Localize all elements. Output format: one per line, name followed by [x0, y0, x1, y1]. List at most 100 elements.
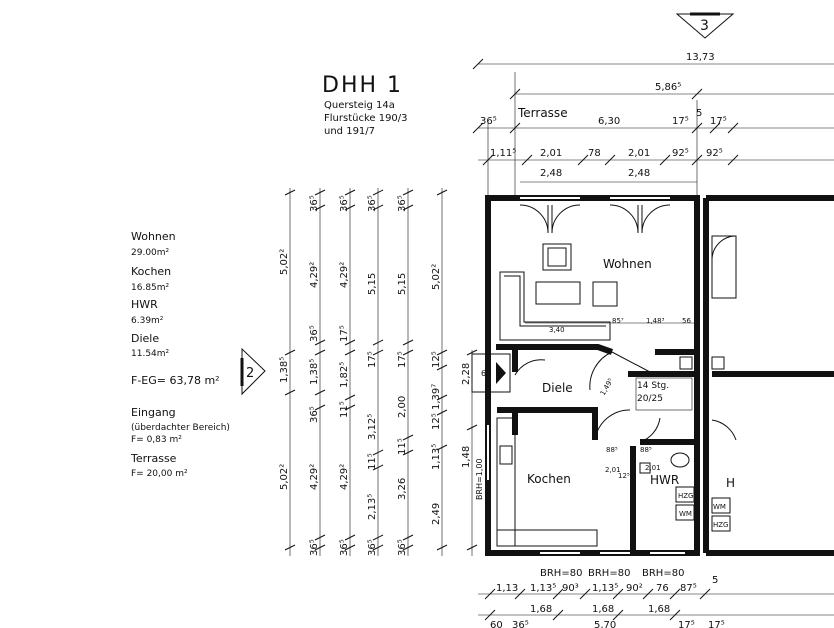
- vdim-c4-6: 36⁵: [367, 539, 378, 556]
- vdim-c1-2: 5,02²: [279, 464, 290, 490]
- top-dim-d12: 92⁵: [706, 148, 723, 159]
- vdim-c5-0: 36⁵: [397, 195, 408, 212]
- stairs-ratio: 20/25: [637, 394, 663, 404]
- parcel-line-1: Flurstücke 190/3: [324, 113, 408, 124]
- room-wohnen: Wohnen: [603, 257, 652, 271]
- bdim-r1-3: 1,13⁵: [592, 583, 618, 594]
- vdim-c2-3: 1,38⁵: [309, 359, 320, 385]
- bottom-dimension-texts: 1,13 1,13⁵ 90³ 1,13⁵ 90² 76 87⁵ 5 1,68 1…: [490, 575, 725, 628]
- bdim-r3-3: 17⁵: [678, 620, 695, 628]
- vdim-c2-0: 36⁵: [309, 195, 320, 212]
- top-dimension-texts: 13,73 5,86⁵ 36⁵ 6,30 17⁵ 5 17⁵ 1,11⁵ 2,0…: [480, 52, 727, 179]
- top-dim-d6: 17⁵: [710, 116, 727, 127]
- vdim-c3-1: 4,29²: [339, 262, 350, 288]
- vdim-c6-5: 2,49: [431, 503, 442, 525]
- vdim-c5-2: 17⁵: [397, 351, 408, 368]
- vdim-c4-4: 11⁵: [367, 453, 378, 470]
- stairs: [635, 377, 693, 411]
- wm-label: WM: [679, 510, 692, 518]
- terrace-value: F= 20,00 m²: [131, 469, 188, 479]
- french-doors: [519, 204, 671, 234]
- bdim-r2-2: 1,68: [648, 604, 670, 615]
- area-value-wohnen: 29.00m²: [131, 248, 170, 258]
- brh-left: BRH=1,00: [475, 458, 484, 500]
- vdim-c2-6: 36⁵: [309, 539, 320, 556]
- room-neighbour-h: H: [726, 476, 735, 490]
- top-dim-d9: 78: [588, 148, 601, 159]
- dim-201b: 2,01: [645, 464, 661, 472]
- bottom-dimension-lines: [478, 588, 834, 621]
- dim-1483: 1,48³: [646, 317, 665, 325]
- vdim-c4-1: 5,15: [367, 273, 378, 295]
- vdim-c5-6: 36⁵: [397, 539, 408, 556]
- section-marker-3: 3: [675, 12, 735, 39]
- building-walls: [485, 195, 834, 556]
- vdim-c2-1: 4,29²: [309, 262, 320, 288]
- top-dimension-lines: [472, 58, 834, 200]
- dim-340: 3,40: [549, 326, 565, 334]
- plan-title: DHH 1: [322, 73, 403, 98]
- vdim-c6-0: 5,02²: [431, 264, 442, 290]
- vdim-c6-1: 12⁵: [431, 351, 442, 368]
- vdim-c2-2: 36⁵: [309, 325, 320, 342]
- bdim-r1-7: 5: [712, 575, 718, 586]
- area-label-kochen: Kochen: [131, 265, 171, 278]
- wm2-label: WM: [713, 503, 726, 511]
- dim-885a: 88⁵: [606, 446, 618, 454]
- windows: [487, 197, 685, 554]
- top-dim-d7: 1,11⁵: [490, 148, 516, 159]
- bdim-r1-4: 90²: [626, 583, 643, 594]
- vdim-c3-6: 36⁵: [339, 539, 350, 556]
- stairs-count: 14 Stg.: [637, 381, 669, 391]
- vdim-c1-1: 1,38⁵: [279, 357, 290, 383]
- bdim-r3-1: 36⁵: [512, 620, 529, 628]
- brh-1: BRH=80: [540, 568, 582, 579]
- entrance-label: Eingang: [131, 406, 176, 419]
- entry-box-label: 60: [481, 369, 491, 378]
- section-marker-2: 2: [240, 347, 266, 396]
- vdim-c7-0: 2,28: [461, 363, 472, 385]
- vdim-c6-2: 1,39⁷: [431, 384, 442, 410]
- living-furniture: [499, 243, 693, 370]
- bdim-r1-1: 1,13⁵: [530, 583, 556, 594]
- entrance-note: (überdachter Bereich): [131, 423, 230, 433]
- top-dim-d8: 2,01: [540, 148, 562, 159]
- svg-text:2: 2: [246, 366, 254, 381]
- top-dim-d5: 5: [696, 108, 702, 119]
- area-label-wohnen: Wohnen: [131, 230, 176, 243]
- vdim-c3-4: 11⁵: [339, 401, 350, 418]
- area-label-diele: Diele: [131, 332, 159, 345]
- vdim-c3-3: 1,82⁵: [339, 362, 350, 388]
- vdim-c3-0: 36⁵: [339, 195, 350, 212]
- bdim-r3-4: 17⁵: [708, 620, 725, 628]
- room-hwr: HWR: [650, 473, 679, 487]
- entrance-value: F= 0,83 m²: [131, 435, 182, 445]
- vdim-c5-3: 2,00: [397, 396, 408, 418]
- area-label-hwr: HWR: [131, 298, 158, 311]
- room-diele: Diele: [542, 381, 573, 395]
- brh-3: BRH=80: [642, 568, 684, 579]
- vdim-c3-2: 17⁵: [339, 325, 350, 342]
- area-value-diele: 11.54m²: [131, 349, 170, 359]
- vdim-c4-2: 17⁵: [367, 351, 378, 368]
- dim-125: 12⁵: [618, 472, 630, 480]
- area-value-kochen: 16.85m²: [131, 283, 170, 293]
- vdim-c2-5: 4,29²: [309, 464, 320, 490]
- bdim-r3-2: 5,70: [594, 620, 616, 628]
- bdim-r1-5: 76: [656, 583, 669, 594]
- svg-text:3: 3: [700, 18, 709, 34]
- bdim-r3-0: 60: [490, 620, 503, 628]
- vertical-dimension-texts: 5,02² 1,38⁵ 5,02² 36⁵ 4,29² 36⁵ 1,38⁵ 36…: [279, 195, 472, 556]
- vdim-c3-5: 4,29²: [339, 464, 350, 490]
- area-value-hwr: 6.39m²: [131, 316, 164, 326]
- kitchen-fixtures: [496, 417, 598, 547]
- address-line: Quersteig 14a: [324, 100, 395, 111]
- dim-857: 85⁷: [612, 317, 624, 325]
- top-dim-d14: 2,48: [628, 168, 650, 179]
- terrace-room-label: Terrasse: [517, 106, 568, 120]
- entrance: [471, 353, 546, 393]
- vdim-c4-3: 3,12⁵: [367, 414, 378, 440]
- dim-56: 56: [682, 317, 691, 325]
- top-dim-d1: 5,86⁵: [655, 82, 681, 93]
